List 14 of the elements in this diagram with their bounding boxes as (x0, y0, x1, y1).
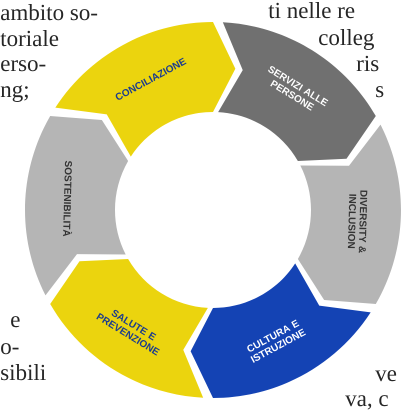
body-text-fragment: ng; (0, 85, 28, 102)
cycle-segment: SOSTENIBILITÀ (25, 116, 128, 296)
body-text-fragment: e (11, 316, 20, 328)
body-text-fragment: ti nelle re (268, 2, 354, 18)
body-text-fragment: s (376, 86, 384, 98)
cycle-segment: DIVERSITY & INCLUSION (298, 124, 401, 304)
body-text-fragment: sibili (1, 364, 46, 380)
body-text-fragment: ambito so- (1, 4, 98, 20)
body-text-fragment: va, c (345, 395, 388, 410)
body-text-fragment: erso- (1, 60, 46, 72)
body-text-fragment: colleg (319, 29, 374, 50)
body-text-fragment: o- (1, 343, 19, 354)
body-text-fragment: ve (375, 370, 396, 382)
body-text-fragment: ris (356, 56, 378, 72)
